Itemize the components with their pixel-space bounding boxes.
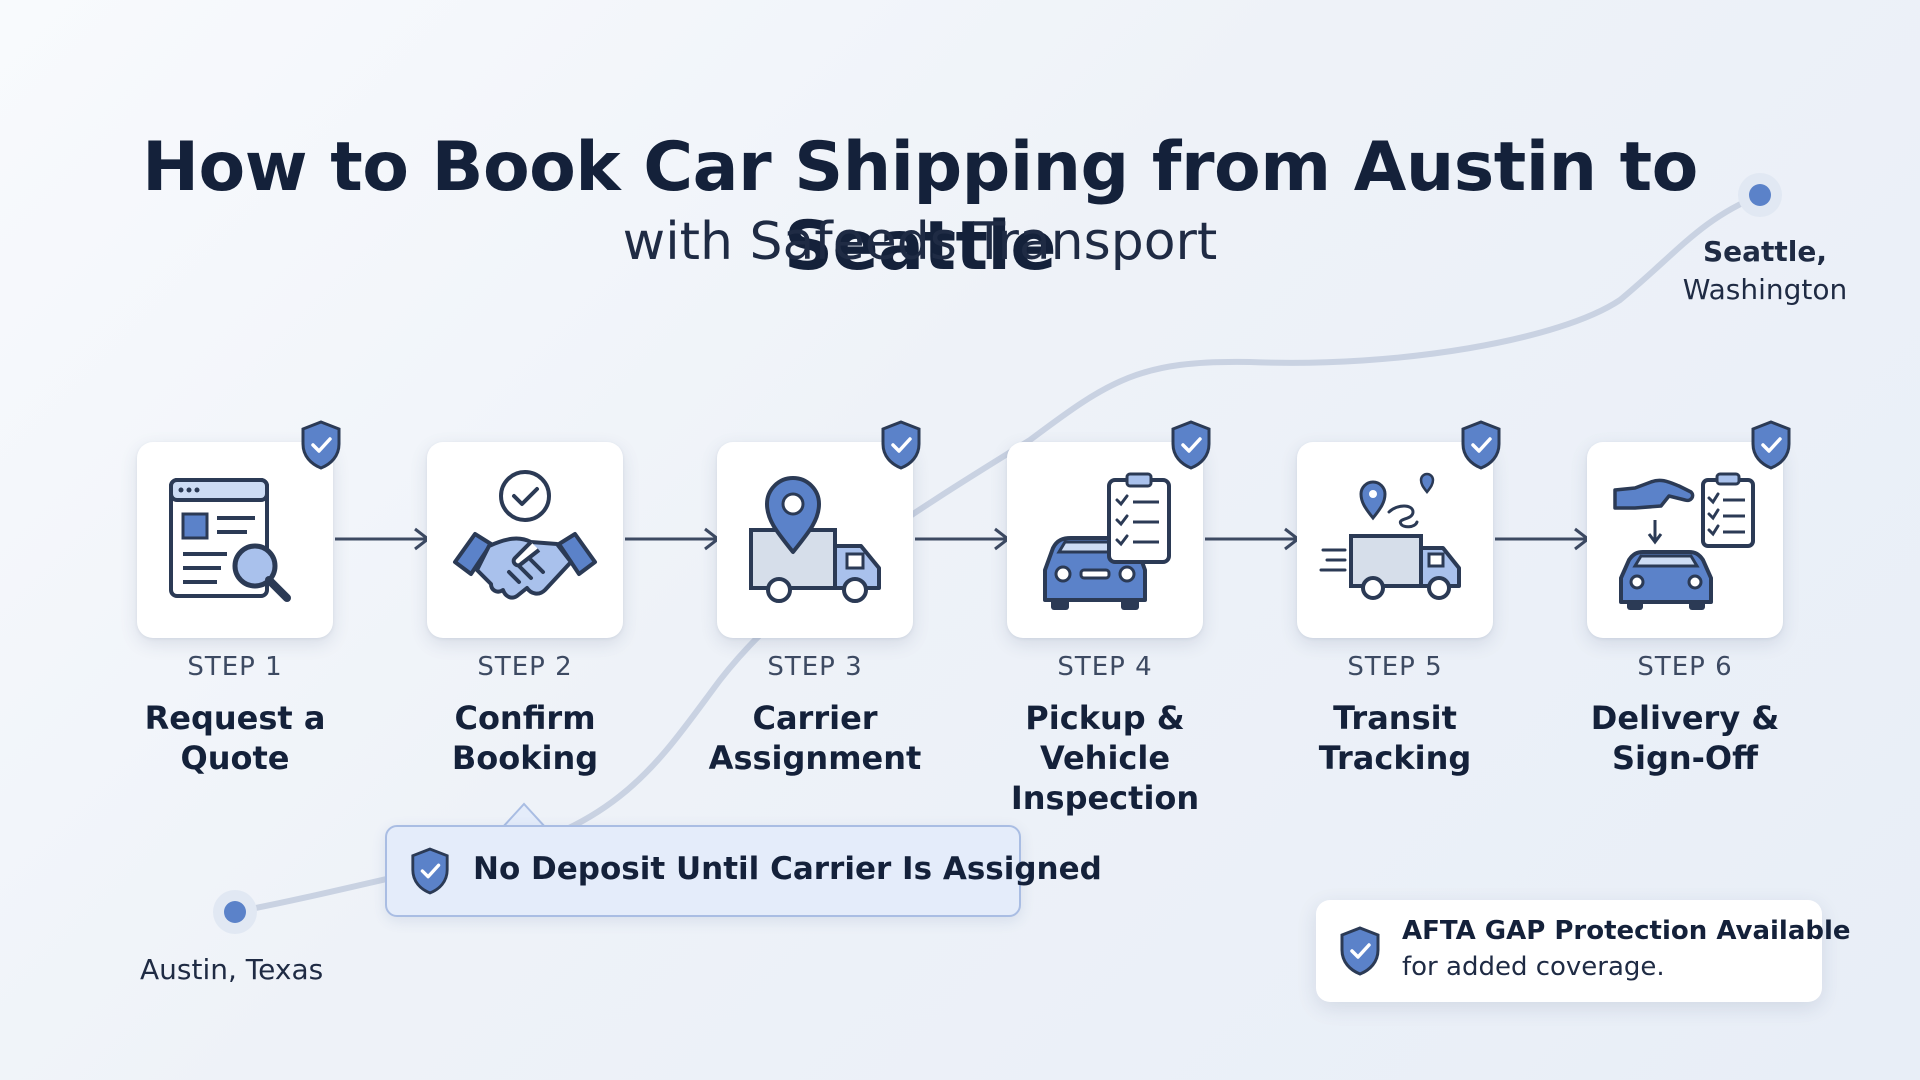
step-5-label: STEP 5 [1347,652,1443,682]
step-6-label: STEP 6 [1637,652,1733,682]
truck-pin-icon [749,476,881,603]
step-1-title: Request a Quote [144,699,326,777]
step-4-title: Pickup & Vehicle Inspection [1010,699,1200,817]
car-clipboard-icon [1043,472,1171,610]
shield-check-icon [881,420,921,470]
step-5-title: Transit Tracking [1318,699,1472,777]
no-deposit-callout: No Deposit Until Carrier Is Assigned [385,825,1102,917]
step-3-label: STEP 3 [767,652,863,682]
shield-check-icon [1751,420,1791,470]
page-title: How to Book Car Shipping from Austin to … [142,128,1698,286]
step-4-label: STEP 4 [1057,652,1153,682]
callout-text: No Deposit Until Carrier Is Assigned [473,851,1102,887]
step-5-card [1297,420,1501,638]
quote-search-icon [169,478,291,602]
destination-state: Washington [1682,273,1848,306]
step-2-card [427,442,623,638]
austin-marker [213,890,257,934]
gap-protection-subtitle: for added coverage. [1402,952,1665,982]
shield-check-icon [1171,420,1211,470]
step-6-title: Delivery & Sign-Off [1590,699,1780,777]
step-3-title: Carrier Assignment [708,699,922,777]
arrow-right-icon [335,527,431,551]
seattle-marker [1738,173,1782,217]
origin-city-label: Austin, Texas [140,953,324,986]
step-1-card [137,420,341,638]
destination-city: Seattle, [1702,235,1828,268]
arrow-right-icon [625,527,721,551]
page-subtitle: with Safeeds Transport [622,212,1218,272]
step-2-title: Confirm Booking [451,699,599,777]
arrow-right-icon [915,527,1011,551]
step-6-card [1587,420,1791,638]
arrow-right-icon [1495,527,1591,551]
shield-check-icon [1461,420,1501,470]
moving-truck-icon [1319,472,1461,600]
car-handover-icon [1613,472,1755,610]
shield-check-icon [411,847,449,895]
step-2-label: STEP 2 [477,652,573,682]
destination-city-label: Seattle, Washington [1670,233,1860,309]
arrow-right-icon [1205,527,1301,551]
shield-check-icon [301,420,341,470]
step-1-label: STEP 1 [187,652,283,682]
shield-check-icon [1340,926,1380,976]
handshake-icon [453,470,597,600]
gap-protection-box: AFTA GAP Protection Available for added … [1316,900,1851,1002]
step-4-card [1007,420,1211,638]
gap-protection-title: AFTA GAP Protection Available [1402,916,1851,946]
step-3-card [717,420,921,638]
